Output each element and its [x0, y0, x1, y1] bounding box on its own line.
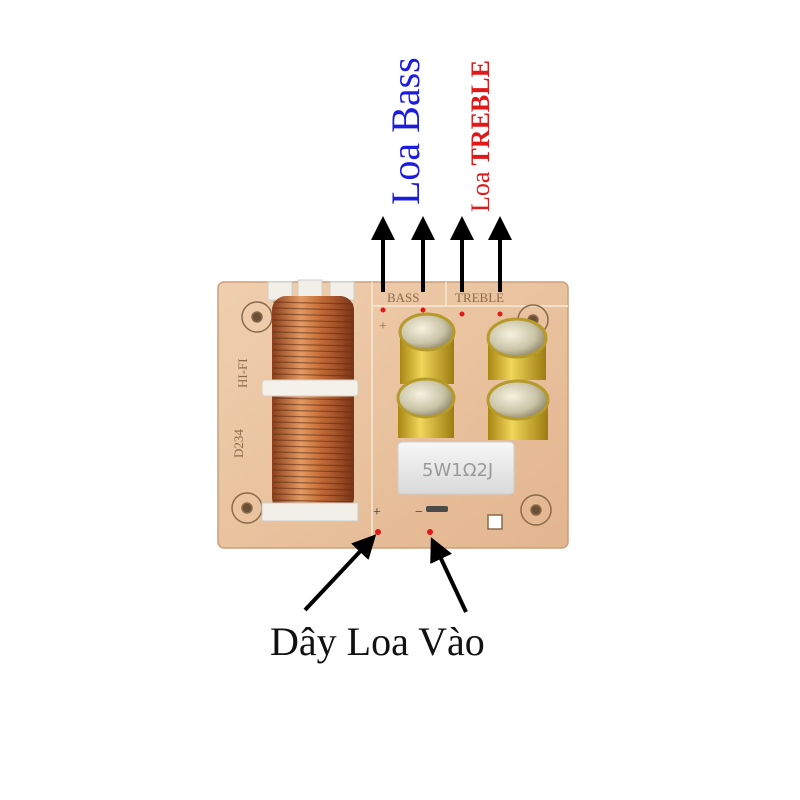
output-arrows	[371, 216, 512, 292]
inductor-coil	[261, 279, 359, 522]
arrow-input-minus	[430, 537, 468, 613]
capacitor-treble-2	[486, 379, 550, 440]
treble-output-label: Loa TREBLE	[466, 60, 496, 212]
silk-bass: BASS	[387, 290, 420, 305]
capacitor-treble-1	[486, 317, 548, 380]
treble-label-prefix: Loa	[466, 171, 495, 212]
treble-label-word: TREBLE	[466, 60, 495, 166]
speaker-input-label: Dây Loa Vào	[270, 619, 485, 664]
silk-plus-bass: +	[379, 319, 387, 334]
input-arrows	[303, 534, 468, 613]
silk-treble: TREBLE	[455, 290, 504, 305]
bass-output-label: Loa Bass	[383, 57, 428, 205]
arrow-input-plus	[303, 534, 377, 612]
resistor-marking: 5W1Ω2J	[422, 460, 493, 481]
capacitor-bass-2	[396, 377, 456, 438]
ceramic-resistor: 5W1Ω2J	[397, 441, 515, 495]
silk-model: HI-FI	[235, 358, 250, 388]
silk-plus-input: +	[373, 505, 381, 520]
silk-minus-input: −	[415, 505, 423, 520]
terminal-pads	[375, 307, 503, 535]
capacitor-bass-1	[398, 312, 456, 384]
silk-code: D234	[231, 429, 246, 458]
